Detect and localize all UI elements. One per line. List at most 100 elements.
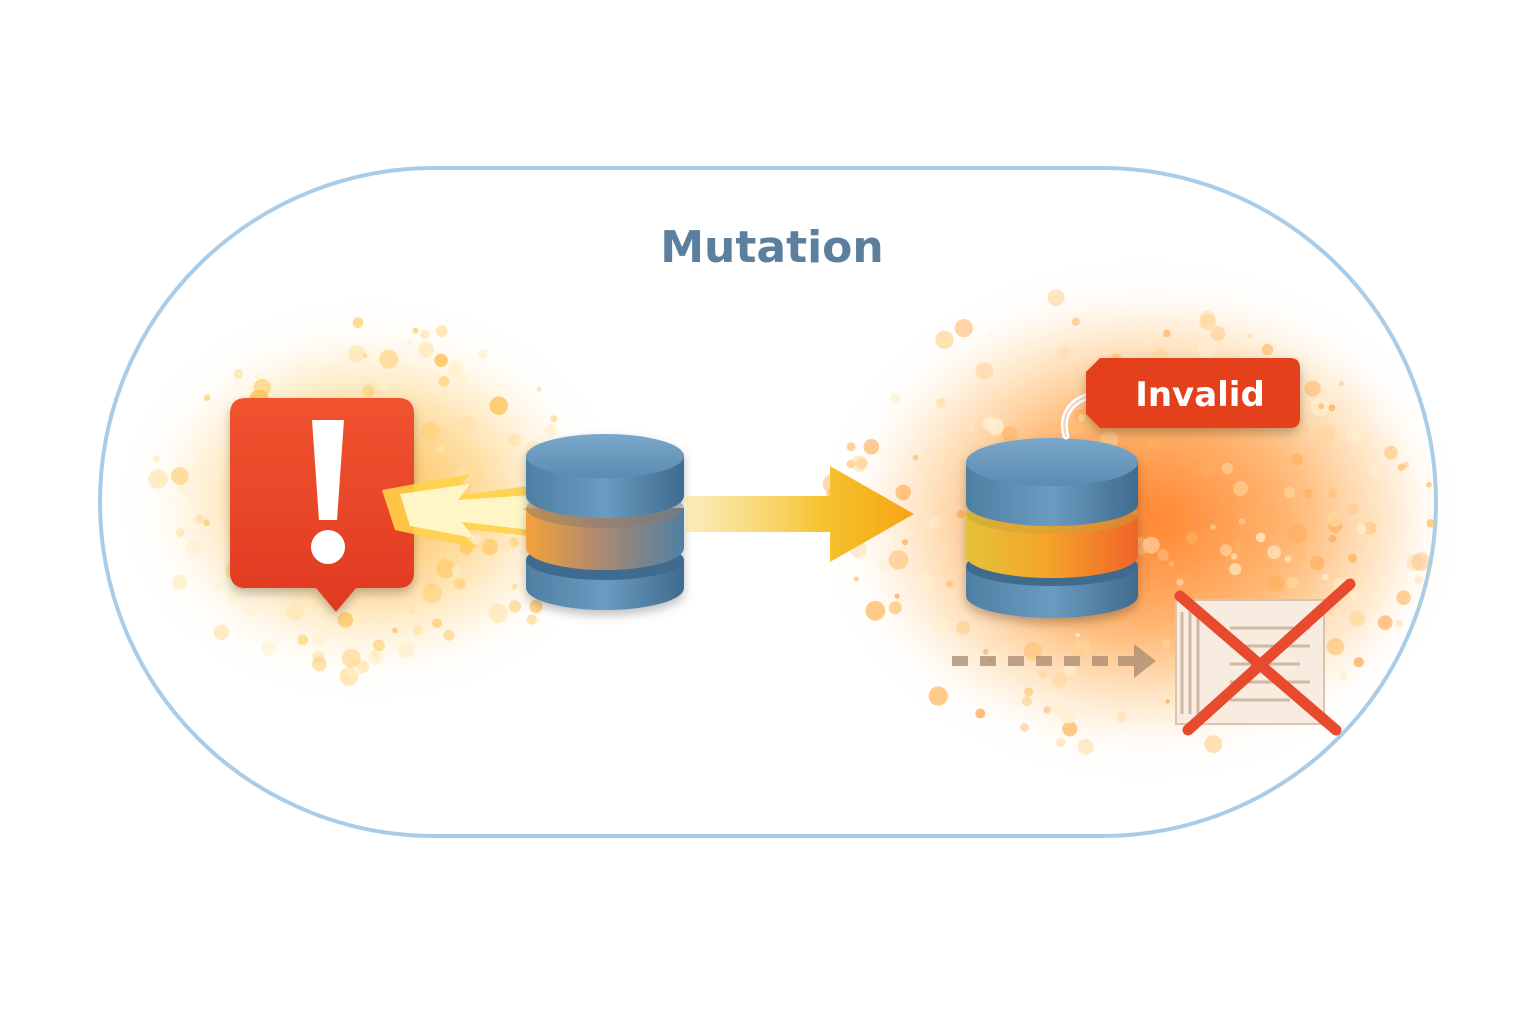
sparkle-dot <box>226 586 246 605</box>
sparkle-dot <box>1318 403 1324 410</box>
sparkle-dot <box>337 612 354 628</box>
sparkle-dot <box>436 558 456 579</box>
sparkle-dot <box>1043 706 1051 714</box>
sparkle-dot <box>438 376 450 387</box>
sparkle-dot <box>1238 518 1246 525</box>
sparkle-dot <box>194 514 205 524</box>
sparkle-dot <box>902 539 909 546</box>
sparkle-dot <box>1047 289 1065 307</box>
sparkle-dot <box>890 393 901 405</box>
sparkle-dot <box>1210 326 1226 341</box>
sparkle-dot <box>420 421 441 442</box>
sparkle-dot <box>1168 561 1175 567</box>
sparkle-dot <box>451 565 462 576</box>
sparkle-dot <box>233 369 244 379</box>
sparkle-dot <box>536 386 542 392</box>
sparkle-dot <box>529 599 543 614</box>
sparkle-dot <box>1024 687 1034 697</box>
sparkle-dot <box>938 430 946 438</box>
sparkle-dot <box>988 330 993 336</box>
sparkle-dot <box>968 426 974 432</box>
sparkle-dot <box>916 571 934 590</box>
sparkle-dot <box>1414 575 1424 585</box>
sparkle-dot <box>550 415 558 423</box>
sparkle-dot <box>489 396 509 416</box>
sparkle-dot <box>855 457 867 470</box>
sparkle-dot <box>467 587 478 597</box>
sparkle-dot <box>1056 737 1066 748</box>
sparkle-dot <box>507 433 522 448</box>
sparkle-dot <box>1347 503 1359 515</box>
diagram-title: Mutation <box>660 222 884 273</box>
sparkle-dot <box>418 341 434 358</box>
sparkle-dot <box>312 656 327 672</box>
sparkle-dot <box>312 650 325 664</box>
sparkle-dot <box>1426 519 1435 528</box>
sparkle-dot <box>1077 413 1086 422</box>
sparkle-dot <box>945 580 954 588</box>
sparkle-dot <box>1060 707 1077 724</box>
sparkle-dot <box>368 649 384 665</box>
sparkle-dot <box>392 627 398 633</box>
sparkle-dot <box>478 349 488 359</box>
sparkle-dot <box>1163 329 1171 338</box>
sparkle-dot <box>1075 632 1080 638</box>
sparkle-dot <box>170 467 189 485</box>
sparkle-dot <box>423 394 429 399</box>
sparkle-dot <box>1247 333 1252 338</box>
sparkle-dot <box>956 510 965 519</box>
sparkle-dot <box>373 639 385 652</box>
sparkle-dot <box>1077 738 1094 755</box>
sparkle-dot <box>1145 339 1153 347</box>
sparkle-dot <box>526 614 537 625</box>
sparkle-dot <box>1051 702 1064 716</box>
sparkle-dot <box>1193 469 1199 475</box>
sparkle-dot <box>1197 341 1216 359</box>
sparkle-dot <box>453 577 466 590</box>
sparkle-dot <box>1261 343 1274 356</box>
sparkle-dot <box>1219 544 1232 557</box>
sparkle-dot <box>1294 549 1307 562</box>
sparkle-dot <box>363 353 368 359</box>
container-frame <box>98 166 1438 838</box>
sparkle-dot <box>1267 575 1284 593</box>
sparkle-dot <box>1406 554 1424 571</box>
sparkle-dot <box>1229 563 1242 576</box>
sparkle-dot <box>379 379 392 392</box>
sparkle-dot <box>191 469 201 480</box>
sparkle-dot <box>1309 555 1325 571</box>
sparkle-dot <box>481 538 499 556</box>
sparkle-dot <box>1001 426 1019 443</box>
sparkle-dot <box>912 454 919 461</box>
sparkle-dot <box>295 364 302 370</box>
sparkle-dot <box>501 540 512 552</box>
sparkle-dot <box>1328 534 1337 543</box>
sparkle-dot <box>1200 310 1215 326</box>
sparkle-dot <box>1284 487 1296 499</box>
sparkle-dot <box>412 327 419 334</box>
sparkle-dot <box>1038 669 1047 679</box>
sparkle-dot <box>846 459 856 469</box>
sparkle-dot <box>261 640 277 657</box>
sparkle-dot <box>213 624 230 641</box>
sparkle-dot <box>311 633 324 646</box>
sparkle-dot <box>1321 573 1329 581</box>
sparkle-dot <box>933 617 950 635</box>
sparkle-dot <box>286 602 304 621</box>
sparkle-dot <box>387 616 392 621</box>
sparkle-dot <box>1020 722 1029 732</box>
exclamation-alert-icon <box>230 398 414 612</box>
sparkle-dot <box>1199 458 1217 476</box>
arrow-right-icon <box>686 466 914 562</box>
database-icon <box>526 434 684 610</box>
sparkle-dot <box>412 625 423 636</box>
sparkle-dot <box>186 539 203 555</box>
sparkle-dot <box>877 559 891 572</box>
sparkle-dot <box>863 439 880 455</box>
sparkle-dot <box>936 397 947 409</box>
sparkle-dot <box>420 329 430 340</box>
sparkle-dot <box>148 469 168 489</box>
sparkle-dot <box>1185 531 1198 545</box>
sparkle-dot <box>1071 317 1080 326</box>
